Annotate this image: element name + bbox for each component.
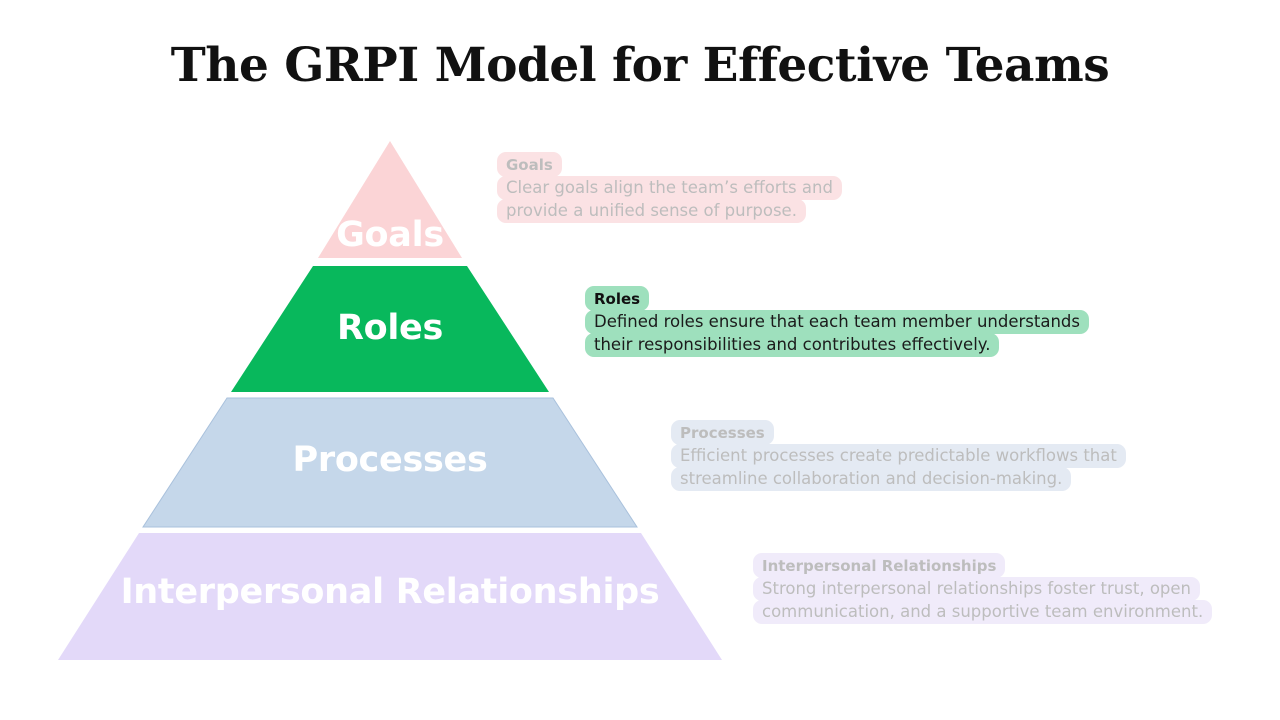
callout-goals[interactable]: Goals Clear goals align the team’s effor… [497, 152, 842, 223]
callout-processes[interactable]: Processes Efficient processes create pre… [671, 420, 1126, 491]
callout-interpersonal[interactable]: Interpersonal Relationships Strong inter… [753, 553, 1213, 624]
callout-interpersonal-heading: Interpersonal Relationships [753, 553, 1006, 578]
pyramid-tier-goals[interactable] [318, 141, 462, 258]
pyramid-tier-roles[interactable] [231, 266, 549, 392]
callout-roles-heading: Roles [585, 286, 650, 311]
callout-interpersonal-line-2: communication, and a supportive team env… [753, 600, 1213, 624]
callout-goals-line-2: provide a unified sense of purpose. [497, 199, 806, 223]
pyramid-tier-processes[interactable] [142, 397, 638, 528]
callout-processes-heading: Processes [671, 420, 774, 445]
grpi-pyramid-diagram: Goals Roles Processes Interpersonal Rela… [58, 141, 722, 660]
callout-roles-line-1: Defined roles ensure that each team memb… [585, 310, 1089, 334]
callout-processes-line-2: streamline collaboration and decision-ma… [671, 467, 1072, 491]
callout-roles[interactable]: Roles Defined roles ensure that each tea… [585, 286, 1089, 357]
page-title: The GRPI Model for Effective Teams [170, 38, 1110, 93]
callout-goals-line-1: Clear goals align the team’s efforts and [497, 176, 842, 200]
callout-goals-heading: Goals [497, 152, 562, 177]
callout-processes-line-1: Efficient processes create predictable w… [671, 444, 1126, 468]
callout-interpersonal-line-1: Strong interpersonal relationships foste… [753, 577, 1200, 601]
pyramid-tier-interpersonal[interactable] [58, 533, 722, 660]
callout-roles-line-2: their responsibilities and contributes e… [585, 333, 1000, 357]
